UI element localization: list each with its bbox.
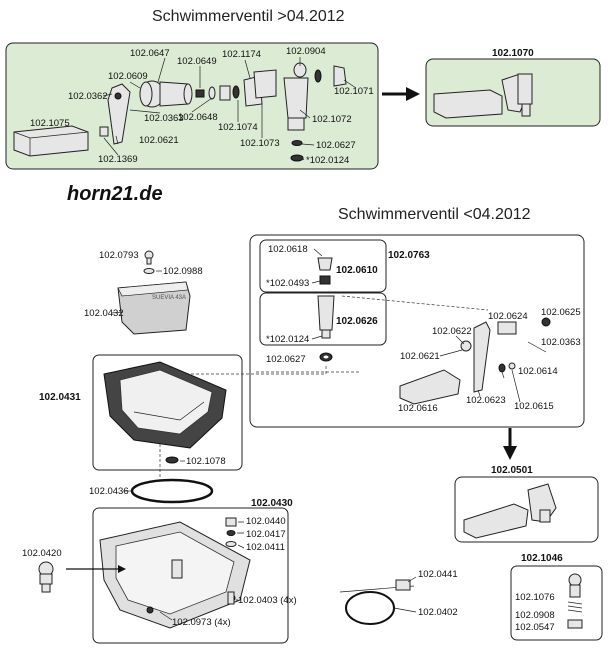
label-102-0908: 102.0908 [515, 610, 555, 621]
label-102-0988: 102.0988 [163, 266, 203, 277]
label-102-0616: 102.0616 [398, 403, 438, 414]
nipple-0420 [38, 561, 54, 593]
valve-body-0609 [139, 80, 165, 108]
lever-part [99, 83, 131, 145]
label-102-0430: 102.0430 [251, 498, 293, 509]
cover-stamp: SUEVIA 43A [152, 295, 186, 301]
label-102-0362: 102.0362 [68, 91, 108, 102]
label-102-0624: 102.0624 [488, 311, 528, 322]
label-102-0547: 102.0547 [515, 622, 555, 633]
label-102-1174: 102.1174 [222, 49, 261, 60]
pipe-part-1072 [283, 62, 347, 162]
title-old-valve: Schwimmerventil <04.2012 [338, 206, 531, 223]
label-102-0432: 102.0432 [84, 308, 124, 319]
clip-part [339, 579, 415, 625]
part-1078 [165, 456, 179, 464]
part-0647 [159, 81, 193, 107]
label-102-0621: 102.0621 [139, 135, 179, 146]
label-102-1072: 102.1072 [312, 114, 352, 125]
label-102-0610: 102.0610 [336, 265, 378, 276]
label-102-0420: 102.0420 [22, 548, 62, 559]
label-102-0402: 102.0402 [418, 607, 458, 618]
label-102-0363-old: 102.0363 [541, 337, 581, 348]
label-102-0626: 102.0626 [336, 316, 378, 327]
label-102-0649: 102.0649 [177, 56, 217, 67]
base-part [99, 521, 251, 629]
label-102-0124-top: *102.0124 [306, 155, 349, 166]
label-102-0436: 102.0436 [89, 486, 129, 497]
label-102-0625: 102.0625 [541, 307, 581, 318]
label-102-1078: 102.1078 [186, 456, 226, 467]
label-102-1369: 102.1369 [98, 154, 138, 165]
label-102-0647: 102.0647 [130, 48, 170, 59]
brand-logo-text: horn21.de [67, 183, 163, 205]
label-102-0618: 102.0618 [268, 244, 308, 255]
label-102-0363: 102.0363 [144, 113, 184, 124]
label-102-1074: 102.1074 [218, 122, 258, 133]
label-102-0124-old: *102.0124 [266, 334, 309, 345]
part-0626 [317, 295, 335, 339]
label-102-0627-old: 102.0627 [266, 354, 306, 365]
label-102-0417: 102.0417 [246, 529, 286, 540]
assembly-box-0501 [454, 476, 599, 543]
label-102-0411: 102.0411 [246, 542, 285, 553]
label-102-0627: 102.0627 [316, 140, 356, 151]
label-102-0614: 102.0614 [518, 366, 558, 377]
cover-0432: SUEVIA 43A [117, 281, 191, 335]
label-102-1073: 102.1073 [240, 138, 280, 149]
old-valve-group-box [249, 234, 585, 428]
label-102-0403: 102.0403 (4x) [238, 595, 297, 606]
label-102-0763: 102.0763 [388, 250, 430, 261]
small-parts-row [195, 69, 277, 107]
label-102-1071: 102.1071 [334, 86, 374, 97]
label-102-0621-old: 102.0621 [400, 351, 440, 362]
label-102-0615: 102.0615 [514, 401, 554, 412]
label-102-1070: 102.1070 [492, 48, 534, 59]
title-new-valve: Schwimmerventil >04.2012 [152, 8, 345, 25]
part-0610 [317, 257, 333, 285]
new-valve-panel [5, 42, 379, 170]
label-102-1075: 102.1075 [30, 118, 70, 129]
bowl-part [103, 361, 227, 449]
subgroup-box-0626 [259, 292, 387, 346]
label-102-0493: *102.0493 [266, 278, 309, 289]
kit-parts-1046 [567, 573, 583, 629]
label-102-0793: 102.0793 [99, 250, 139, 261]
small-base-parts [225, 517, 237, 605]
base-box-0430 [92, 507, 289, 644]
gasket-0436 [130, 478, 214, 504]
screw-0793 [144, 250, 154, 265]
label-102-0973: 102.0973 (4x) [172, 617, 231, 628]
label-102-0431: 102.0431 [39, 392, 81, 403]
subgroup-box-0610 [259, 239, 387, 293]
label-102-0440: 102.0440 [246, 516, 286, 527]
bowl-box-0431 [92, 354, 243, 471]
float-assembly-0501 [463, 483, 557, 539]
float-part-1075 [13, 125, 89, 157]
label-102-0501: 102.0501 [491, 465, 533, 476]
label-102-1076: 102.1076 [515, 592, 555, 603]
label-102-0441: 102.0441 [418, 569, 458, 580]
label-102-1046: 102.1046 [521, 553, 563, 564]
label-102-0622: 102.0622 [432, 326, 472, 337]
label-102-0904: 102.0904 [286, 46, 326, 57]
float-assembly-1070 [433, 73, 533, 119]
washer-0988 [143, 268, 155, 274]
label-102-0623: 102.0623 [466, 395, 506, 406]
label-102-0609: 102.0609 [108, 71, 148, 82]
lever-assembly-old [399, 317, 551, 405]
label-102-0648: 102.0648 [178, 112, 218, 123]
kit-box-1046 [510, 565, 603, 641]
